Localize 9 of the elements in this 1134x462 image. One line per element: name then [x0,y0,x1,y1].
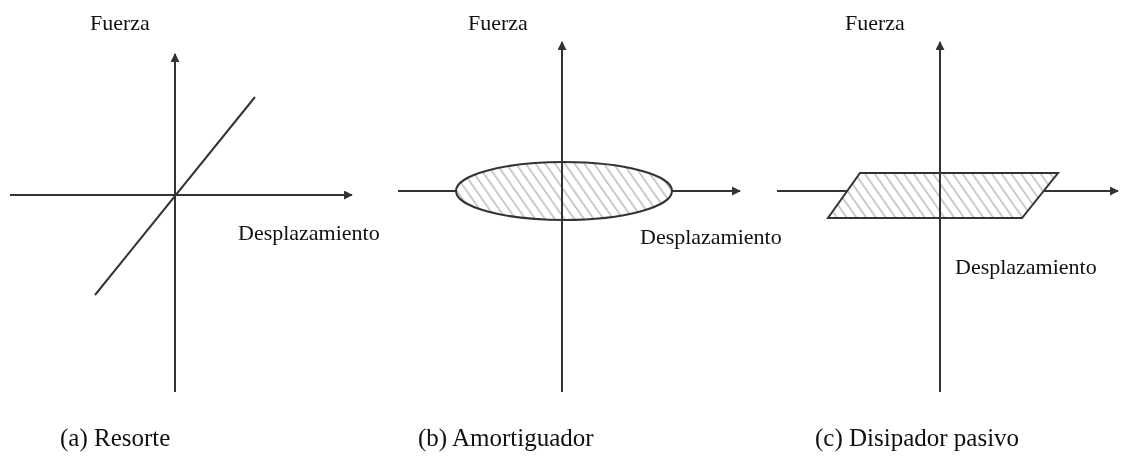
axis-label: Desplazamiento [238,222,380,244]
axis-label: Desplazamiento [640,226,782,248]
axis-label: Fuerza [468,12,528,34]
caption: (b) Amortiguador [418,425,594,450]
caption: (c) Disipador pasivo [815,425,1020,450]
axis-label: Desplazamiento [955,256,1097,278]
caption: (a) Resorte [60,425,171,450]
axis-label: Fuerza [90,12,150,34]
axis-label: Fuerza [845,12,905,34]
